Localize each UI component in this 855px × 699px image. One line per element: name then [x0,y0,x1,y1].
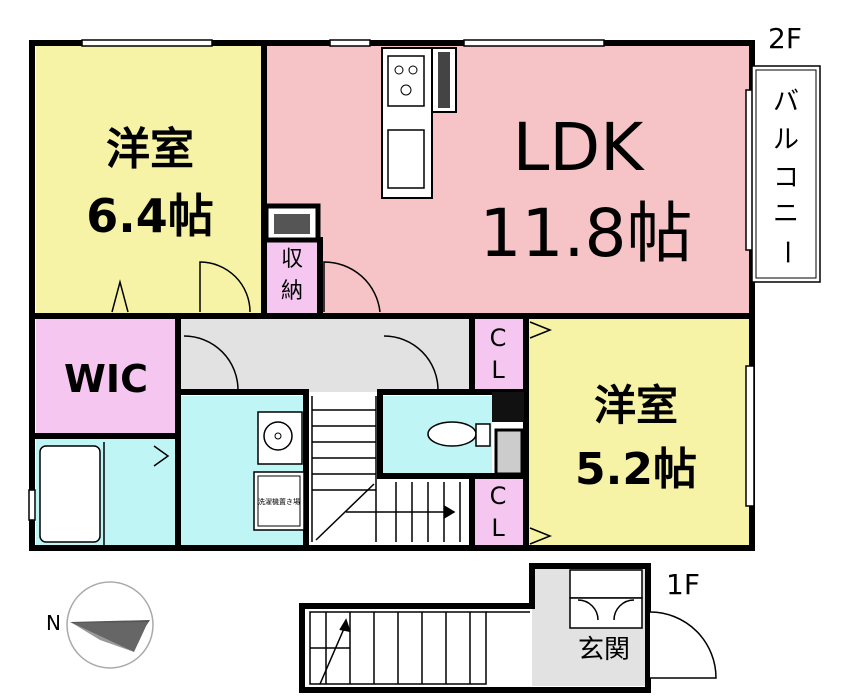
compass-north-label: N [46,611,61,635]
room-storage [266,242,320,316]
balcony-char-1: バ [773,87,799,117]
walls-1f [299,563,651,693]
kitchen-counter [381,47,457,199]
room-size-western-b: 5.2帖 [575,444,697,495]
room-cl-upper [472,318,526,390]
staircase-2f [311,396,461,542]
toilet [427,421,491,447]
washbasin [257,411,303,465]
room-name-ldk: LDK [513,109,646,186]
balcony-char-5: ー [771,239,801,265]
washing-machine-label: 洗濯機置き場 [258,497,300,506]
balcony-char-2: ル [773,125,799,155]
room-ldk [264,46,750,316]
storage-char-2: 納 [281,279,303,304]
balcony-char-3: コ [773,163,799,193]
room-name-wic: WIC [64,357,148,401]
cl-lower-char-2: L [491,514,505,542]
storage-char-1: 収 [281,247,303,272]
stair-landing-2f [380,476,472,546]
room-size-ldk: 11.8帖 [480,195,693,272]
stair-area-2f [308,392,380,546]
cl-lower-char-1: C [490,482,507,510]
room-wic [36,318,176,436]
room-name-entrance: 玄関 [578,635,630,665]
compass [66,581,154,669]
floor-label-1f: 1F [666,568,700,601]
shoe-cabinet [569,569,643,629]
balcony [751,65,821,283]
cl-upper-char-1: C [490,324,507,352]
washing-machine-spot [253,471,305,531]
bathtub [39,445,101,543]
balcony-char-4: ニ [773,199,799,229]
cl-upper-char-2: L [491,356,505,384]
room-size-western-a: 6.4帖 [86,189,214,243]
room-hallway [178,318,472,392]
room-western-6-4 [36,46,264,316]
entrance-door [649,611,717,679]
staircase-1f [309,611,530,685]
room-western-5-2 [526,318,750,546]
room-name-western-a: 洋室 [106,124,194,175]
doors [111,261,553,545]
room-name-western-b: 洋室 [594,381,678,430]
floor-label-2f: 2F [768,22,802,55]
room-cl-lower [472,478,526,546]
